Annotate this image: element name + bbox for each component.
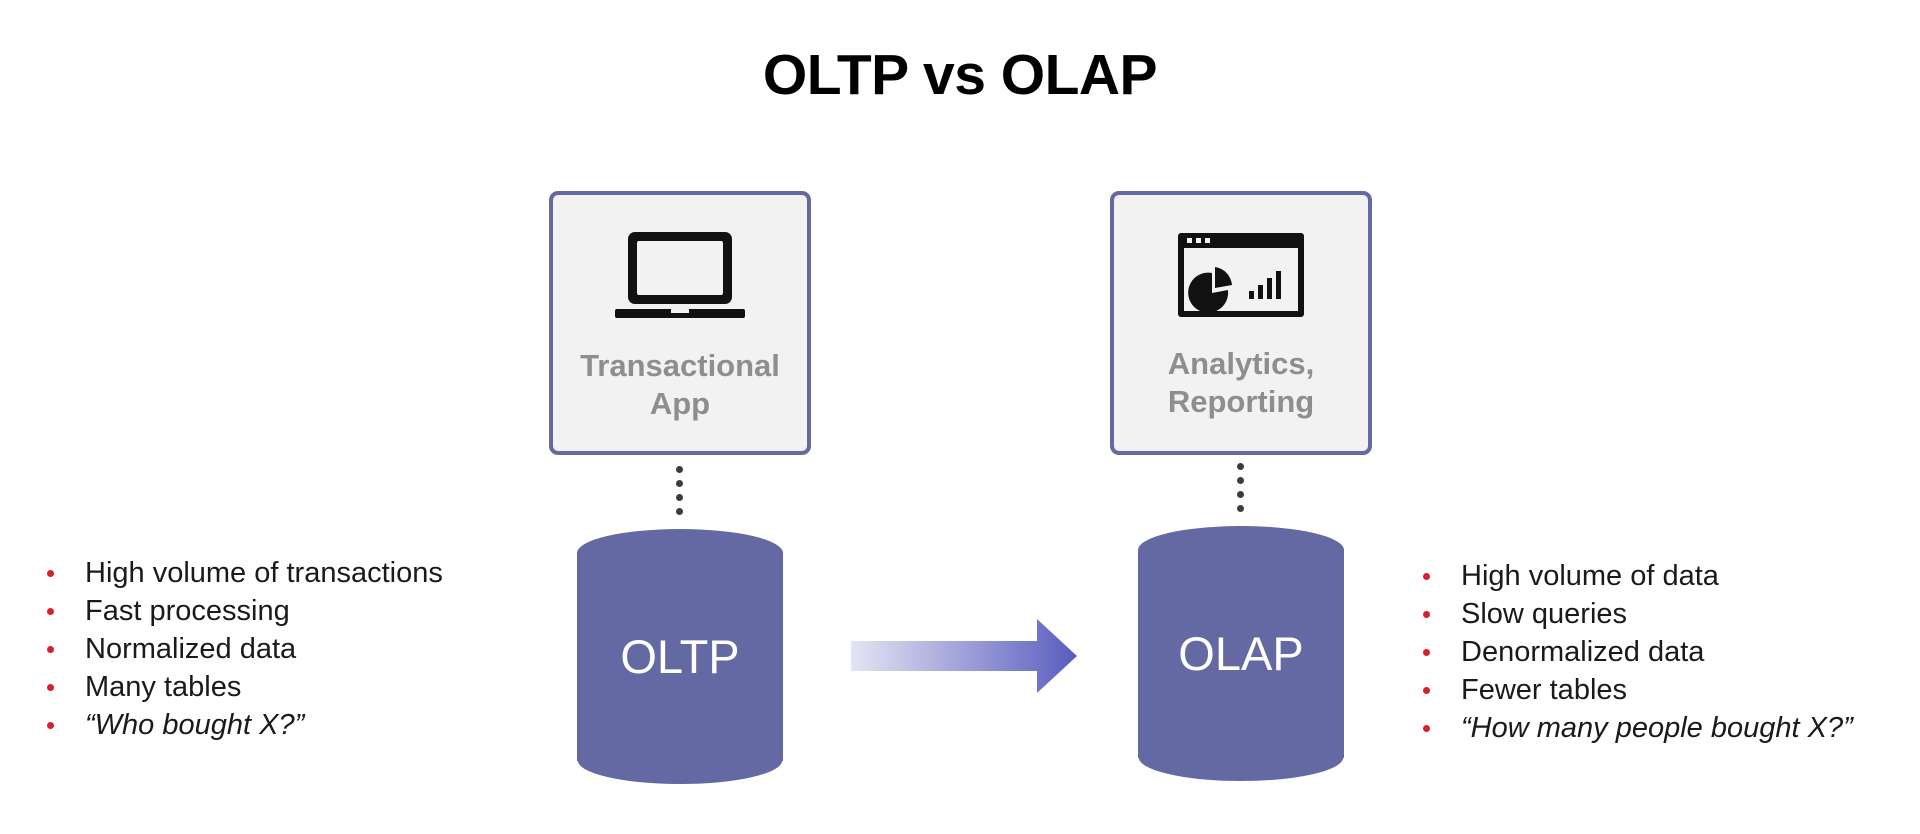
bullet-icon bbox=[1423, 687, 1430, 694]
bullet-icon bbox=[47, 570, 54, 577]
olap-characteristics-list: High volume of data Slow queries Denorma… bbox=[1423, 557, 1853, 747]
list-item: Many tables bbox=[47, 668, 443, 706]
olap-database: OLAP bbox=[1137, 526, 1345, 789]
oltp-label: OLTP bbox=[620, 630, 740, 683]
oltp-database: OLTP bbox=[576, 529, 784, 792]
left-dotted-connector bbox=[676, 466, 686, 522]
list-item: Normalized data bbox=[47, 630, 443, 668]
bullet-icon bbox=[47, 684, 54, 691]
database-cylinder-icon bbox=[1137, 526, 1345, 783]
bullet-icon bbox=[1423, 611, 1430, 618]
list-item: High volume of transactions bbox=[47, 554, 443, 592]
list-item: “How many people bought X?” bbox=[1423, 709, 1853, 747]
bullet-icon bbox=[47, 608, 54, 615]
transactional-app-box: Transactional App bbox=[549, 191, 811, 455]
laptop-icon bbox=[615, 229, 745, 326]
bullet-icon bbox=[47, 722, 54, 729]
analytics-reporting-label: Analytics, Reporting bbox=[1167, 346, 1315, 419]
list-item: High volume of data bbox=[1423, 557, 1853, 595]
transactional-app-label: Transactional App bbox=[580, 348, 780, 421]
diagram-title: OLTP vs OLAP bbox=[762, 43, 1158, 107]
list-item: Fast processing bbox=[47, 592, 443, 630]
analytics-reporting-box: Analytics, Reporting bbox=[1110, 191, 1372, 455]
list-item: Fewer tables bbox=[1423, 671, 1853, 709]
olap-label: OLAP bbox=[1178, 627, 1304, 680]
bullet-icon bbox=[1423, 649, 1430, 656]
bullet-icon bbox=[1423, 573, 1430, 580]
oltp-characteristics-list: High volume of transactions Fast process… bbox=[47, 554, 443, 744]
right-dotted-connector bbox=[1237, 463, 1247, 519]
right-arrow-icon bbox=[851, 619, 1077, 698]
analytics-dashboard-icon bbox=[1178, 233, 1304, 322]
list-item: Slow queries bbox=[1423, 595, 1853, 633]
list-item: “Who bought X?” bbox=[47, 706, 443, 744]
list-item: Denormalized data bbox=[1423, 633, 1853, 671]
bullet-icon bbox=[47, 646, 54, 653]
bullet-icon bbox=[1423, 725, 1430, 732]
database-cylinder-icon bbox=[576, 529, 784, 786]
